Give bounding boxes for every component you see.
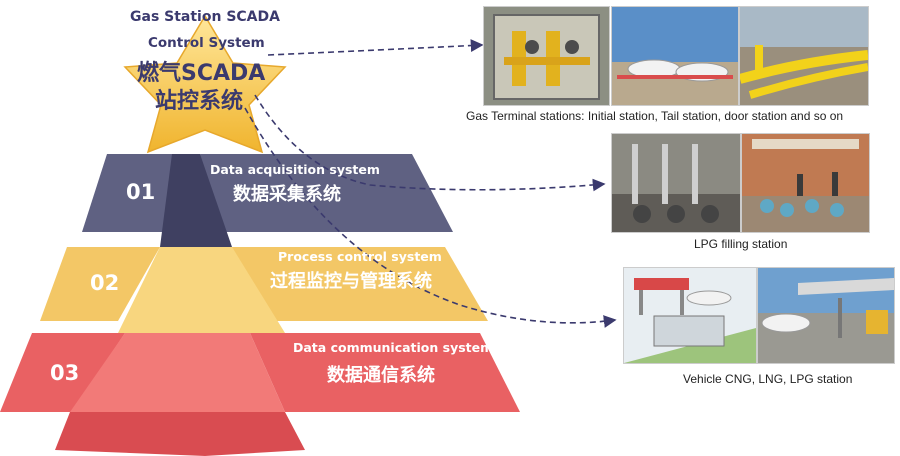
level-3-front-face (70, 333, 285, 412)
lpg-filling-photo-2-image (742, 134, 869, 232)
vehicle-station-photo-1-image (624, 268, 756, 363)
vehicle-station-caption: Vehicle CNG, LNG, LPG station (683, 372, 853, 386)
terminal-station-photo-3 (739, 6, 869, 106)
level-3-left-band (0, 333, 125, 412)
star-title-en-line2: Control System (148, 35, 265, 51)
arrow-to-lpg-filling (254, 94, 606, 192)
level-2-title-cn: 过程监控与管理系统 (270, 271, 432, 292)
terminal-station-photo-3-image (740, 7, 868, 105)
level-2-right-band (230, 247, 488, 321)
star-shape (123, 14, 287, 154)
star-title-cn-line2: 站控系统 (155, 89, 244, 114)
level-3-title-cn: 数据通信系统 (327, 365, 435, 386)
star-title-cn-line1: 燃气SCADA (137, 61, 266, 86)
level-2-front-face (118, 247, 285, 333)
level-1-right-band (200, 154, 453, 232)
vehicle-station-photo-1 (623, 267, 757, 364)
arrow-to-terminal-stations (267, 39, 484, 56)
vehicle-station-photo-2-image (758, 268, 894, 363)
level-1-number: 01 (126, 180, 156, 204)
lpg-filling-photo-1 (611, 133, 741, 233)
level-2-layer (40, 247, 488, 333)
level-2-left-band (40, 247, 160, 321)
terminal-station-photo-2 (611, 6, 739, 106)
arrow-to-vehicle-station (244, 107, 617, 328)
level-1-title-cn: 数据采集系统 (233, 184, 341, 205)
level-1-front-face (160, 154, 232, 247)
level-2-title-en: Process control system (278, 249, 442, 264)
level-1-title-en: Data acquisition system (210, 162, 380, 177)
level-3-number: 03 (50, 361, 80, 385)
terminal-station-photo-2-image (612, 7, 738, 105)
level-3-right-band (250, 333, 520, 412)
level-3-title-en: Data communication system (293, 340, 494, 355)
level-1-layer (82, 154, 453, 247)
lpg-filling-photo-1-image (612, 134, 740, 232)
star-title-en-line1: Gas Station SCADA (130, 9, 280, 25)
level-1-left-band (82, 154, 172, 232)
terminal-station-photo-1-image (484, 7, 609, 105)
lpg-filling-photo-2 (741, 133, 870, 233)
terminal-stations-caption: Gas Terminal stations: Initial station, … (466, 109, 844, 123)
level-2-number: 02 (90, 271, 120, 295)
vehicle-station-photo-2 (757, 267, 895, 364)
level-3-layer (0, 333, 520, 456)
terminal-station-photo-1 (483, 6, 610, 106)
level-3-base (55, 412, 305, 456)
lpg-filling-caption: LPG filling station (694, 237, 788, 251)
